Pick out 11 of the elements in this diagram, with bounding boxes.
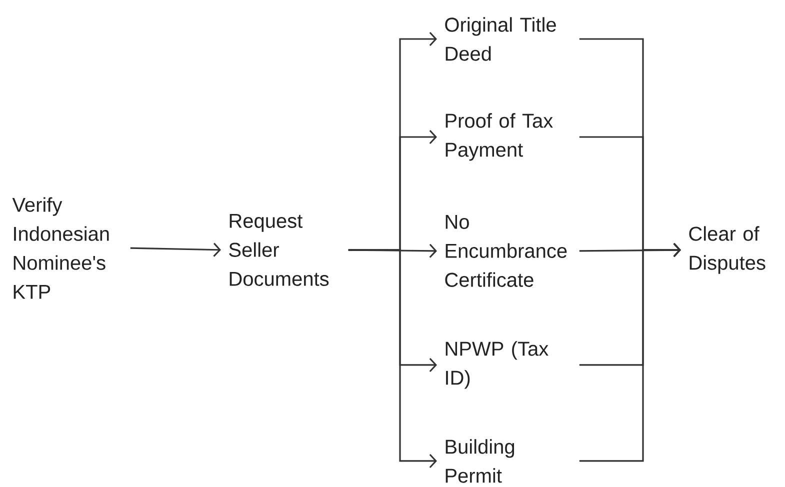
step-text: NPWP (Tax ID) [446, 341, 548, 389]
arrow [579, 242, 681, 462]
step-text: Original Title Deed [445, 17, 556, 61]
step-text: Request Seller Documents [229, 214, 329, 286]
arrow [130, 242, 221, 257]
step-text: Building Permit [446, 439, 514, 483]
step-text: Verify Indonesian Nominee's KTP [12, 197, 109, 299]
step-text: Clear of Disputes [689, 226, 766, 274]
step-text: Proof of Tax Payment [446, 113, 553, 161]
arrow [348, 249, 437, 468]
step-text: No Encumbrance Certificate [445, 215, 567, 287]
